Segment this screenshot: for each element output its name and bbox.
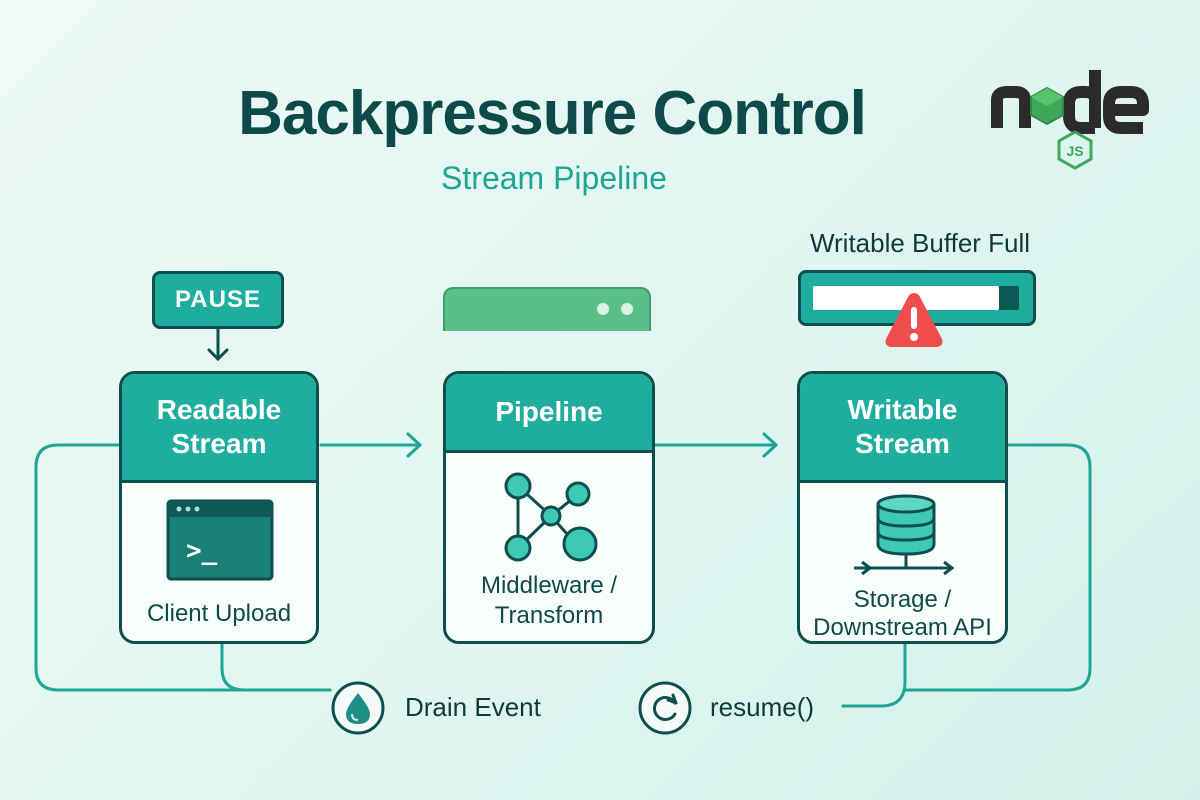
writable-stream-card: Writable Stream Storage / Downstream API bbox=[797, 371, 1008, 644]
pipeline-header: Pipeline bbox=[446, 374, 652, 453]
refresh-icon bbox=[638, 681, 692, 735]
card-title-line: Stream bbox=[171, 428, 267, 459]
diagram-subtitle: Stream Pipeline bbox=[441, 160, 667, 196]
card-label: Storage / bbox=[853, 586, 952, 613]
card-label: Transform bbox=[494, 602, 604, 629]
readable-stream-header: Readable Stream bbox=[122, 374, 316, 483]
card-label: Client Upload bbox=[146, 600, 292, 627]
diagram-title: Backpressure Control bbox=[238, 79, 867, 148]
card-title-line: Readable bbox=[156, 394, 282, 425]
window-dot bbox=[597, 303, 609, 315]
buffer-full-label: Writable Buffer Full bbox=[809, 228, 1031, 258]
nodejs-logo: JS bbox=[991, 70, 1149, 170]
window-dot bbox=[621, 303, 633, 315]
pipeline-card: Pipeline Middleware / Transform bbox=[443, 371, 655, 644]
warning-icon bbox=[885, 293, 943, 347]
database-icon bbox=[854, 494, 955, 576]
logo-js-badge: JS bbox=[1066, 143, 1083, 159]
terminal-prompt: >_ bbox=[186, 536, 218, 566]
buffer-end bbox=[999, 286, 1019, 310]
network-graph-icon bbox=[504, 472, 598, 562]
pause-signal: PAUSE bbox=[152, 271, 284, 329]
writable-stream-header: Writable Stream bbox=[800, 374, 1005, 483]
card-label: Downstream API bbox=[813, 614, 992, 641]
pipeline-window-bar bbox=[443, 287, 651, 331]
droplet-icon bbox=[331, 681, 385, 735]
card-title-line: Writable bbox=[847, 394, 958, 425]
left-feedback-loop bbox=[34, 443, 332, 692]
resume-label: resume() bbox=[710, 692, 815, 722]
right-feedback-loop bbox=[903, 443, 1092, 692]
drain-event-label: Drain Event bbox=[405, 692, 541, 722]
card-label: Middleware / bbox=[480, 572, 618, 599]
terminal-icon: >_ bbox=[166, 499, 274, 581]
readable-stream-card: Readable Stream >_ Client Upload bbox=[119, 371, 319, 644]
card-title-line: Pipeline bbox=[495, 396, 603, 427]
card-title-line: Stream bbox=[855, 428, 950, 459]
